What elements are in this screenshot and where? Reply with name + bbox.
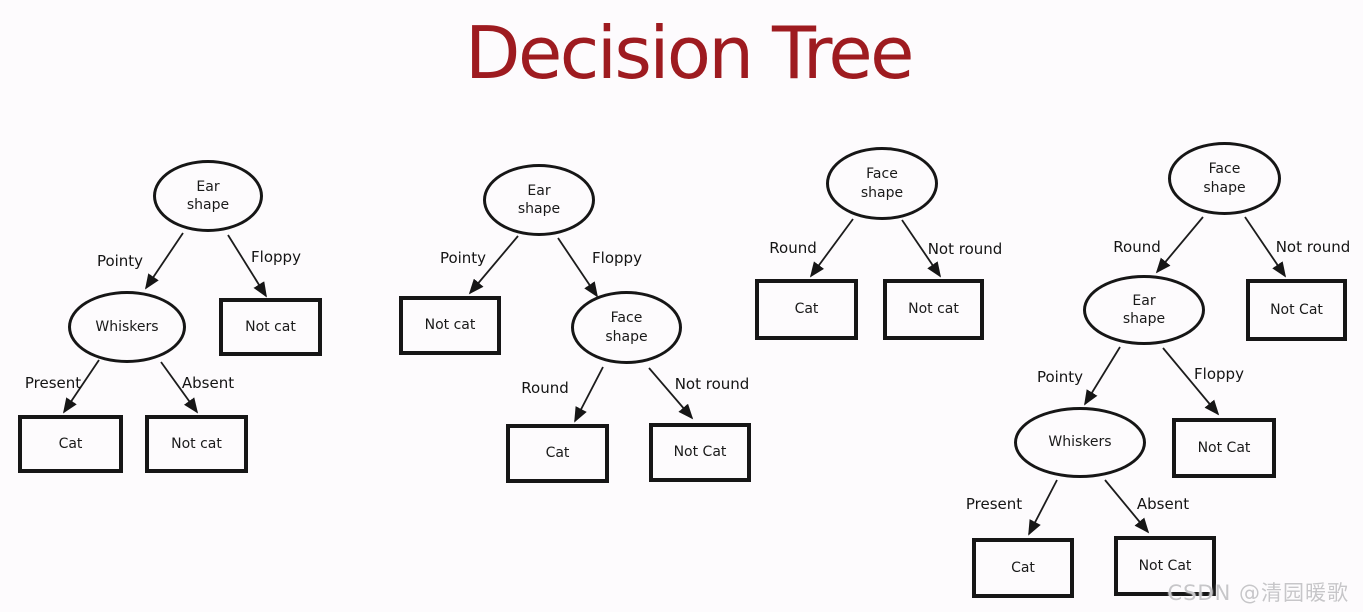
tree2-edge-floppy-arrow bbox=[557, 237, 599, 298]
node-label: Face shape bbox=[860, 166, 904, 201]
tree3-edge-not-round-arrow bbox=[901, 219, 942, 278]
tree4-edge-pointy-arrow bbox=[1084, 346, 1121, 406]
page-title: Decision Tree bbox=[465, 11, 914, 95]
tree1-node-whiskers: Whiskers bbox=[68, 291, 186, 363]
tree2-edge-label-round: Round bbox=[521, 379, 569, 397]
tree4-node-face-shape: Face shape bbox=[1168, 142, 1281, 215]
tree1-edge-present-arrow bbox=[62, 359, 100, 414]
tree4-node-ear-shape: Ear shape bbox=[1083, 275, 1205, 345]
node-label: Not Cat bbox=[1270, 301, 1323, 318]
tree2-leaf-cat: Cat bbox=[506, 424, 609, 483]
tree1-node-ear-shape: Ear shape bbox=[153, 160, 263, 232]
tree3-leaf-not-cat: Not cat bbox=[883, 279, 984, 340]
tree4-node-whiskers: Whiskers bbox=[1014, 407, 1146, 478]
tree4-edge-label-pointy: Pointy bbox=[1036, 368, 1084, 386]
node-label: Ear shape bbox=[1122, 292, 1166, 327]
tree4-edge-label-floppy: Floppy bbox=[1194, 365, 1244, 383]
tree1-leaf-cat: Cat bbox=[18, 415, 123, 473]
node-label: Not cat bbox=[424, 317, 476, 334]
tree3-node-face-shape: Face shape bbox=[826, 147, 938, 220]
node-label: Not cat bbox=[171, 435, 222, 452]
node-label: Ear shape bbox=[186, 178, 230, 213]
tree2-edge-label-pointy: Pointy bbox=[439, 249, 487, 267]
node-label: Not Cat bbox=[673, 444, 727, 461]
tree1-edge-pointy-arrow bbox=[144, 232, 184, 290]
tree2-edge-label-not-round: Not round bbox=[674, 375, 750, 393]
tree1-leaf-not-cat-floppy: Not cat bbox=[219, 298, 322, 356]
node-label: Ear shape bbox=[517, 182, 561, 217]
tree1-edge-label-present: Present bbox=[24, 374, 82, 392]
tree1-edge-label-absent: Absent bbox=[181, 374, 235, 392]
tree4-edge-present-arrow bbox=[1028, 479, 1058, 536]
tree1-edge-label-floppy: Floppy bbox=[251, 248, 301, 266]
tree1-leaf-not-cat-absent: Not cat bbox=[145, 415, 248, 473]
node-label: Face shape bbox=[1203, 161, 1246, 196]
tree4-edge-label-absent: Absent bbox=[1136, 495, 1190, 513]
node-label: Whiskers bbox=[95, 318, 159, 335]
tree2-node-ear-shape: Ear shape bbox=[483, 164, 595, 236]
tree2-edge-not-round-arrow bbox=[648, 367, 694, 420]
tree2-edge-label-floppy: Floppy bbox=[592, 249, 642, 267]
node-label: Cat bbox=[794, 301, 819, 318]
tree2-edge-round-arrow bbox=[574, 366, 604, 423]
tree3-edge-label-not-round: Not round bbox=[927, 240, 1003, 258]
node-label: Not cat bbox=[908, 301, 959, 318]
tree4-edge-label-present: Present bbox=[965, 495, 1023, 513]
tree4-edge-not-round-arrow bbox=[1244, 216, 1287, 278]
node-label: Cat bbox=[58, 435, 83, 452]
node-label: Whiskers bbox=[1048, 434, 1112, 451]
node-label: Not Cat bbox=[1138, 557, 1192, 574]
tree1-edge-absent-arrow bbox=[160, 361, 199, 414]
node-label: Not Cat bbox=[1197, 439, 1251, 456]
tree2-node-face-shape: Face shape bbox=[571, 291, 682, 364]
tree3-edge-round-arrow bbox=[809, 218, 854, 278]
tree4-leaf-not-cat-floppy: Not Cat bbox=[1172, 418, 1276, 478]
node-label: Not cat bbox=[245, 318, 296, 335]
tree4-leaf-not-cat-not-round: Not Cat bbox=[1246, 279, 1347, 341]
tree4-leaf-not-cat-absent: Not Cat bbox=[1114, 536, 1216, 596]
node-label: Cat bbox=[545, 445, 570, 462]
tree4-edge-absent-arrow bbox=[1104, 479, 1150, 534]
node-label: Face shape bbox=[605, 310, 648, 345]
tree4-edge-round-arrow bbox=[1155, 216, 1204, 274]
tree2-leaf-not-cat-pointy: Not cat bbox=[399, 296, 501, 355]
tree4-leaf-cat: Cat bbox=[972, 538, 1074, 598]
tree2-leaf-not-cat-not-round: Not Cat bbox=[649, 423, 751, 482]
tree1-edge-floppy-arrow bbox=[227, 234, 267, 298]
tree4-edge-label-round: Round bbox=[1113, 238, 1161, 256]
tree3-leaf-cat: Cat bbox=[755, 279, 858, 340]
tree3-edge-label-round: Round bbox=[769, 239, 817, 257]
tree1-edge-label-pointy: Pointy bbox=[96, 252, 144, 270]
node-label: Cat bbox=[1011, 559, 1035, 576]
watermark: CSDN @清园暖歌 bbox=[1167, 581, 1349, 605]
tree2-edge-pointy-arrow bbox=[468, 235, 519, 295]
tree4-edge-label-not-round: Not round bbox=[1275, 238, 1351, 256]
tree4-edge-floppy-arrow bbox=[1162, 347, 1220, 416]
